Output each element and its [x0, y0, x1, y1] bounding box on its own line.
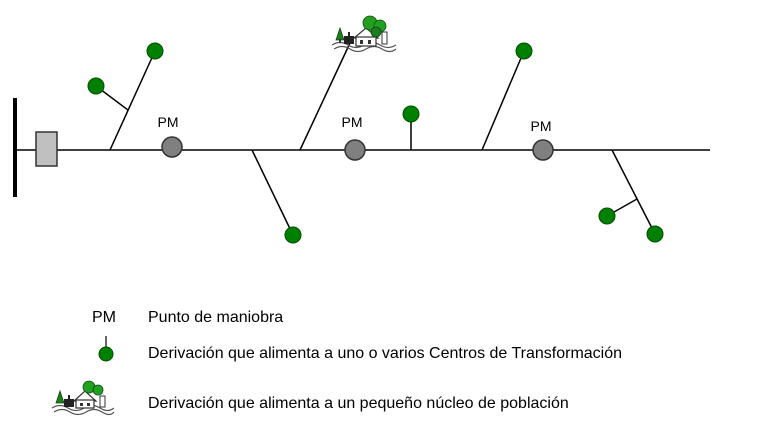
- switch-point-icon: [161, 136, 183, 158]
- village-icon: [331, 15, 397, 53]
- green-dot-icon: [87, 77, 105, 95]
- green-dot-icon: [402, 105, 420, 123]
- switch-point-label: PM: [158, 114, 179, 130]
- switch-point-label: PM: [531, 118, 552, 134]
- switch-point-icon: [344, 139, 366, 161]
- green-dot-icon: [598, 207, 616, 225]
- green-dot-icon: [146, 42, 164, 60]
- branch-2: [251, 149, 302, 244]
- branch-6: [598, 149, 664, 243]
- switch-point-1: PM: [158, 114, 183, 158]
- legend-text-transformer-branch: Derivación que alimenta a uno o varios C…: [148, 345, 622, 362]
- legend-item-village-branch: Derivación que alimenta a un pequeño núc…: [51, 380, 569, 416]
- village-icon: [51, 380, 115, 416]
- branch-line: [299, 42, 351, 151]
- switch-point-icon: [532, 139, 554, 161]
- legend-item-switch-point: PM Punto de maniobra: [92, 309, 283, 326]
- green-dot-icon: [98, 346, 114, 362]
- legend: PM Punto de maniobra Derivación que alim…: [51, 309, 622, 416]
- switch-point-label: PM: [342, 114, 363, 130]
- branch-1: [87, 42, 164, 151]
- green-dot-icon: [515, 42, 533, 60]
- legend-text-village-branch: Derivación que alimenta a un pequeño núc…: [148, 395, 569, 412]
- switch-point-2: PM: [342, 114, 366, 161]
- green-dot-icon: [646, 225, 664, 243]
- legend-item-transformer-branch: Derivación que alimenta a uno o varios C…: [98, 336, 622, 362]
- legend-symbol-pm: PM: [92, 309, 116, 326]
- branch-4: [402, 105, 420, 150]
- green-dot-icon: [284, 226, 302, 244]
- branch-5: [481, 42, 533, 151]
- legend-text-switch-point: Punto de maniobra: [148, 309, 283, 326]
- branch-3: [299, 15, 397, 151]
- branch-line: [251, 149, 294, 236]
- transformer-box-icon: [35, 131, 58, 167]
- branch-line: [109, 50, 156, 151]
- branch-line: [481, 50, 525, 151]
- switch-point-3: PM: [531, 118, 554, 161]
- branch-line: [611, 149, 656, 235]
